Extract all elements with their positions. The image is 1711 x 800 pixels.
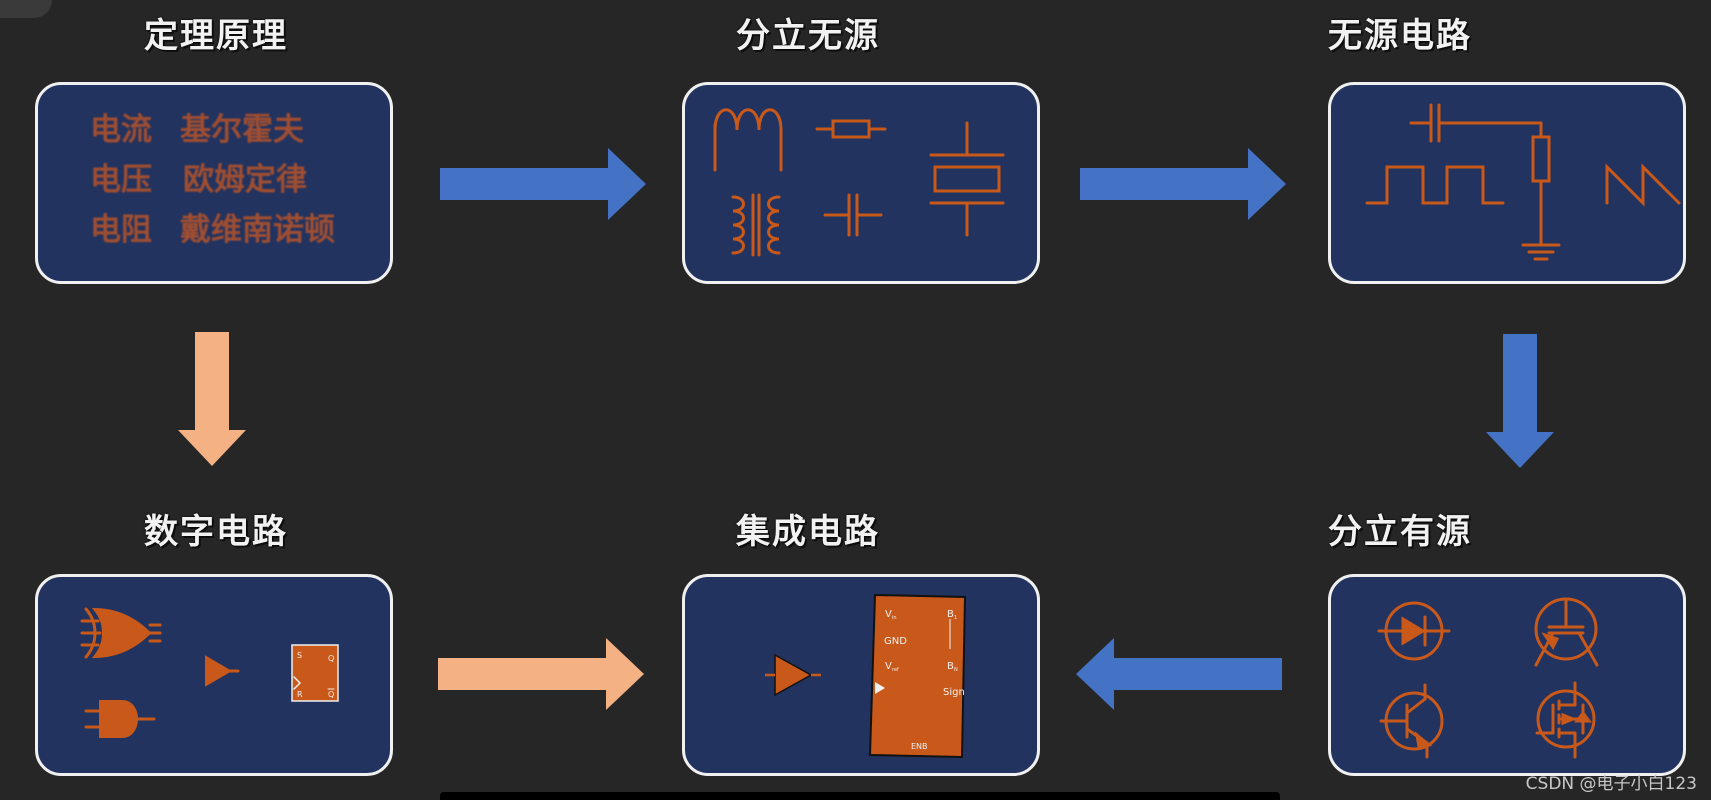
xor-gate-icon xyxy=(80,607,162,659)
rc-circuit-icon xyxy=(1409,103,1561,261)
chip-pin-b1-sub: 1 xyxy=(954,615,957,621)
principle-law-ohm: 欧姆定律 xyxy=(183,162,307,198)
chip-pin-vin-sub: in xyxy=(892,615,897,621)
card-passive-circuit xyxy=(1328,82,1686,284)
transformer-icon xyxy=(731,193,781,257)
card-discrete-passive xyxy=(682,82,1040,284)
sawtooth-wave-icon xyxy=(1605,163,1681,207)
flipflop-pin-s: S xyxy=(297,651,302,660)
resistor-icon xyxy=(815,119,887,139)
bjt-transistor-icon xyxy=(1379,683,1444,759)
card-digital-circuit: S Q R Q xyxy=(35,574,393,776)
title-passive-circuit: 无源电路 xyxy=(1328,16,1472,56)
jfet-icon xyxy=(1534,597,1599,667)
chip-pin-vin: V xyxy=(885,609,892,620)
flipflop-icon xyxy=(291,644,339,702)
card-principles: 电流 基尔霍夫 电压 欧姆定律 电阻 戴维南诺顿 xyxy=(35,82,393,284)
title-discrete-passive: 分立无源 xyxy=(736,16,880,56)
principle-term-resistance: 电阻 xyxy=(90,212,152,248)
watermark: CSDN @电子小白123 xyxy=(1525,774,1697,794)
chip-pin-bn-sub: N xyxy=(954,667,958,673)
buffer-icon xyxy=(205,655,240,687)
arrow-principles-to-discrete-passive xyxy=(440,148,646,220)
principle-law-kirchhoff: 基尔霍夫 xyxy=(180,112,305,148)
chip-pin-b1: B xyxy=(947,609,954,620)
crystal-icon xyxy=(929,121,1005,237)
bottom-subtitle-cutoff xyxy=(440,792,1280,800)
title-digital-circuit: 数字电路 xyxy=(144,512,288,552)
square-wave-icon xyxy=(1365,165,1505,205)
mosfet-icon xyxy=(1535,681,1596,759)
chip-pin-vref: V xyxy=(885,661,892,672)
flipflop-pin-q: Q xyxy=(328,654,334,663)
chip-pin-gnd: GND xyxy=(884,636,907,647)
inductor-icon xyxy=(713,108,783,172)
title-principles: 定理原理 xyxy=(144,16,288,56)
arrow-integrated-to-digital-circuit xyxy=(438,638,644,710)
title-discrete-active: 分立有源 xyxy=(1328,512,1472,552)
chip-pin-sign: Sign xyxy=(943,687,965,698)
ic-chip-icon xyxy=(868,593,967,759)
card-integrated-circuit: V in GND V ref B 1 B N Sign ENB xyxy=(682,574,1040,776)
chip-pin-enb: ENB xyxy=(911,742,928,751)
chip-pin-bn: B xyxy=(947,661,954,672)
flipflop-pin-r: R xyxy=(297,690,303,699)
diode-icon xyxy=(1377,601,1451,661)
opamp-icon xyxy=(765,653,821,697)
principle-term-voltage: 电压 xyxy=(90,162,152,198)
arrow-principles-to-digital-circuit xyxy=(178,332,246,466)
flipflop-pin-qbar: Q xyxy=(328,690,334,699)
card-discrete-active xyxy=(1328,574,1686,776)
corner-decoration xyxy=(0,0,52,18)
and-gate-icon xyxy=(84,700,156,738)
arrow-discrete-active-to-integrated-circuit xyxy=(1076,638,1282,710)
arrow-discrete-passive-to-passive-circuit xyxy=(1080,148,1286,220)
title-integrated-circuit: 集成电路 xyxy=(736,512,880,552)
principle-term-current: 电流 xyxy=(90,112,152,148)
principle-law-thevenin-norton: 戴维南诺顿 xyxy=(180,212,335,248)
capacitor-icon xyxy=(823,193,883,237)
chip-pin-vref-sub: ref xyxy=(892,667,899,673)
arrow-passive-circuit-to-discrete-active xyxy=(1486,334,1554,468)
